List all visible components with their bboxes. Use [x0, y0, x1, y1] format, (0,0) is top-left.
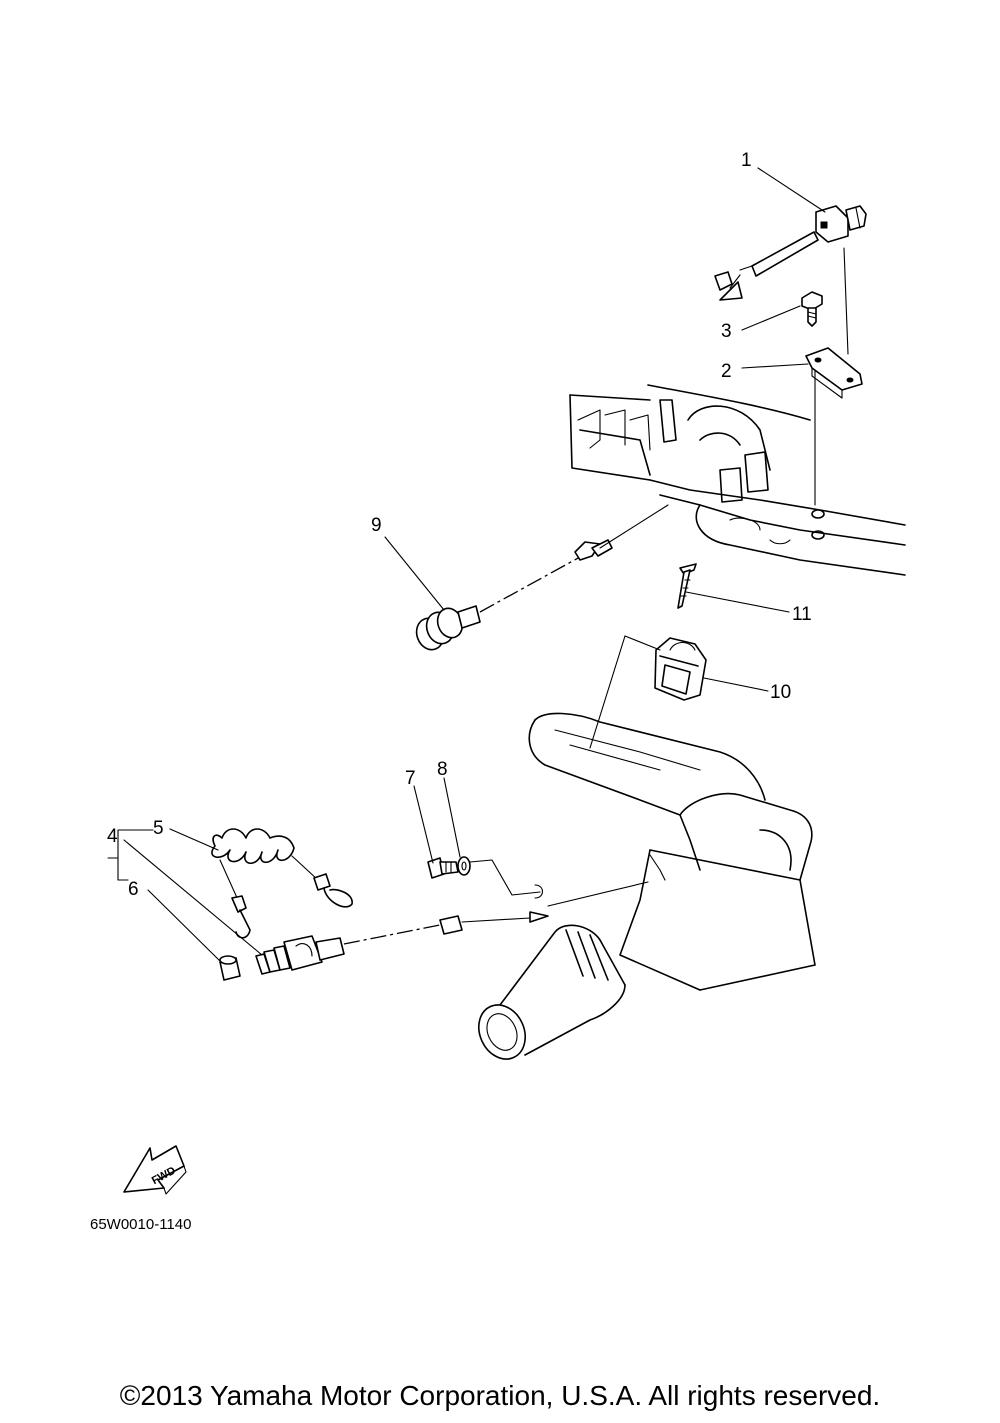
callout-9: 9 — [371, 515, 382, 536]
stop-switch-part-9 — [415, 504, 669, 651]
bracket-part-2 — [805, 247, 863, 506]
callout-8: 8 — [437, 759, 448, 780]
callout-4: 4 — [107, 826, 118, 847]
holder-part-10 — [589, 635, 707, 749]
callout-3: 3 — [721, 321, 732, 342]
main-switch-part-1 — [714, 205, 867, 301]
screw-part-11 — [677, 563, 697, 609]
clip-part-6 — [219, 955, 241, 981]
copyright-notice: ©2013 Yamaha Motor Corporation, U.S.A. A… — [119, 1380, 881, 1411]
tiller-handle — [478, 712, 816, 1060]
callout-5: 5 — [153, 818, 164, 839]
callout-7: 7 — [405, 768, 416, 789]
bottom-cowling — [569, 384, 906, 576]
lanyard-part-5 — [211, 828, 353, 939]
callout-11: 11 — [792, 604, 812, 625]
callout-10: 10 — [770, 682, 791, 703]
diagram-code: 65W0010-1140 — [90, 1216, 191, 1233]
callout-6: 6 — [128, 879, 139, 900]
callout-labels: 1 2 3 4 5 6 7 8 9 10 11 — [107, 150, 812, 900]
bolt-part-3 — [801, 291, 823, 327]
washer-part-8 — [457, 856, 544, 899]
callout-1: 1 — [741, 150, 752, 171]
leader-lines — [107, 167, 826, 964]
callout-2: 2 — [721, 361, 732, 382]
bolt-part-7 — [427, 857, 459, 879]
fwd-direction-arrow: FWD — [123, 1145, 187, 1195]
engine-stop-switch-part-4 — [255, 881, 649, 975]
